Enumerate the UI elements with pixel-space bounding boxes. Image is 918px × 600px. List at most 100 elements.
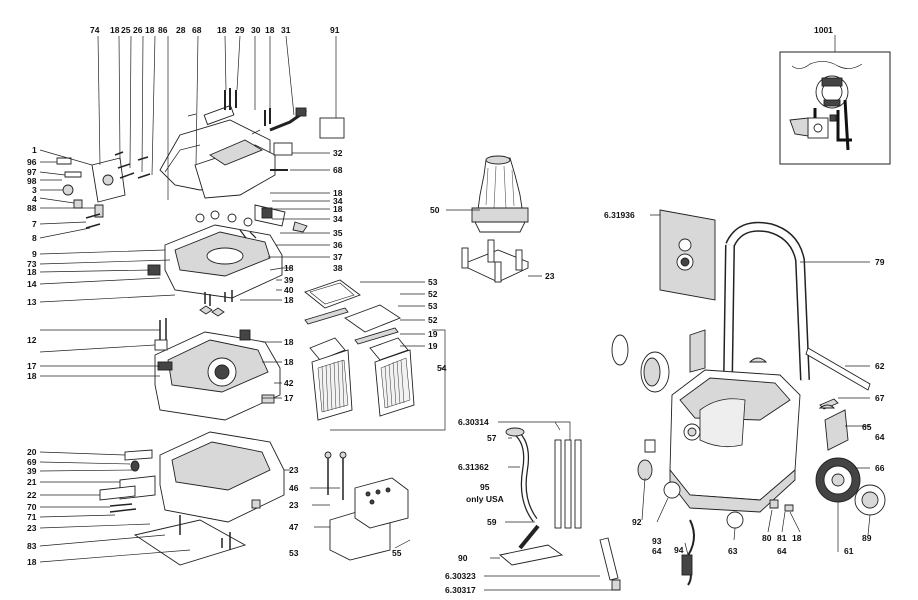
- label-19: 19: [428, 341, 438, 351]
- label-68: 68: [333, 165, 343, 175]
- label-53: 53: [428, 277, 438, 287]
- label-52: 52: [428, 315, 438, 325]
- label-52: 52: [428, 289, 438, 299]
- motor-housing-lower: [154, 305, 281, 421]
- label-23: 23: [27, 523, 37, 533]
- motor-hood-group: [56, 88, 345, 229]
- label-31: 31: [281, 25, 291, 35]
- label-86: 86: [158, 25, 168, 35]
- label-93: 93: [652, 536, 662, 546]
- label-4: 4: [32, 194, 37, 204]
- label-98: 98: [27, 176, 37, 186]
- label-66: 66: [875, 463, 885, 473]
- filter-parts: [304, 279, 415, 421]
- label-25: 25: [121, 25, 131, 35]
- label-13: 13: [27, 297, 37, 307]
- label-95: 95: [480, 482, 490, 492]
- label-18: 18: [284, 337, 294, 347]
- label-18: 18: [27, 371, 37, 381]
- label-29: 29: [235, 25, 245, 35]
- label-18: 18: [284, 357, 294, 367]
- label-18: 18: [333, 204, 343, 214]
- label-64: 64: [777, 546, 787, 556]
- label-39: 39: [284, 275, 294, 285]
- label-69: 69: [27, 457, 37, 467]
- label-8: 8: [32, 233, 37, 243]
- label-53: 53: [428, 301, 438, 311]
- label-64: 64: [875, 432, 885, 442]
- label-47: 47: [289, 522, 299, 532]
- label-63: 63: [728, 546, 738, 556]
- label-6.30317: 6.30317: [445, 585, 476, 595]
- label-18: 18: [265, 25, 275, 35]
- label-96: 96: [27, 157, 37, 167]
- label-70: 70: [27, 502, 37, 512]
- label-18: 18: [284, 295, 294, 305]
- label-1: 1: [32, 145, 37, 155]
- motor-housing-upper: [147, 204, 308, 306]
- label-92: 92: [632, 517, 642, 527]
- label-18: 18: [27, 557, 37, 567]
- label-30: 30: [251, 25, 261, 35]
- label-80: 80: [762, 533, 772, 543]
- label-18: 18: [110, 25, 120, 35]
- label-71: 71: [27, 512, 37, 522]
- label-6.31362: 6.31362: [458, 462, 489, 472]
- label-3: 3: [32, 185, 37, 195]
- label-6.31936: 6.31936: [604, 210, 635, 220]
- label-22: 22: [27, 490, 37, 500]
- label-42: 42: [284, 378, 294, 388]
- label-18: 18: [792, 533, 802, 543]
- label-57: 57: [487, 433, 497, 443]
- label-21: 21: [27, 477, 37, 487]
- label-32: 32: [333, 148, 343, 158]
- label-18: 18: [284, 263, 294, 273]
- label-97: 97: [27, 167, 37, 177]
- label-79: 79: [875, 257, 885, 267]
- label-23: 23: [289, 465, 299, 475]
- label-7: 7: [32, 219, 37, 229]
- label-40: 40: [284, 285, 294, 295]
- label-23: 23: [545, 271, 555, 281]
- vacuum-body: [611, 209, 886, 586]
- label-53: 53: [289, 548, 299, 558]
- label-61: 61: [844, 546, 854, 556]
- label-17: 17: [27, 361, 37, 371]
- label-1001: 1001: [814, 25, 833, 35]
- label-14: 14: [27, 279, 37, 289]
- label-9: 9: [32, 249, 37, 259]
- leader-lines: [39, 35, 871, 591]
- label-6.30314: 6.30314: [458, 417, 489, 427]
- label-34: 34: [333, 196, 343, 206]
- label-39: 39: [27, 466, 37, 476]
- base-unit: [99, 431, 285, 566]
- label-38: 38: [333, 263, 343, 273]
- label-81: 81: [777, 533, 787, 543]
- label-6.30323: 6.30323: [445, 571, 476, 581]
- label-54: 54: [437, 363, 447, 373]
- label-68: 68: [192, 25, 202, 35]
- label-36: 36: [333, 240, 343, 250]
- label-34: 34: [333, 214, 343, 224]
- label-18: 18: [217, 25, 227, 35]
- label-only-usa: only USA: [466, 494, 504, 504]
- label-18: 18: [333, 188, 343, 198]
- label-59: 59: [487, 517, 497, 527]
- label-19: 19: [428, 329, 438, 339]
- label-46: 46: [289, 483, 299, 493]
- label-74: 74: [90, 25, 100, 35]
- label-26: 26: [133, 25, 143, 35]
- label-94: 94: [674, 545, 684, 555]
- label-64: 64: [652, 546, 662, 556]
- label-67: 67: [875, 393, 885, 403]
- label-28: 28: [176, 25, 186, 35]
- label-17: 17: [284, 393, 294, 403]
- label-12: 12: [27, 335, 37, 345]
- motor-bell: [461, 155, 530, 283]
- label-62: 62: [875, 361, 885, 371]
- part-number-labels: 74 18 25 26 18 86 28 68 18 29 30 18 31 9…: [27, 25, 885, 595]
- label-20: 20: [27, 447, 37, 457]
- label-73: 73: [27, 259, 37, 269]
